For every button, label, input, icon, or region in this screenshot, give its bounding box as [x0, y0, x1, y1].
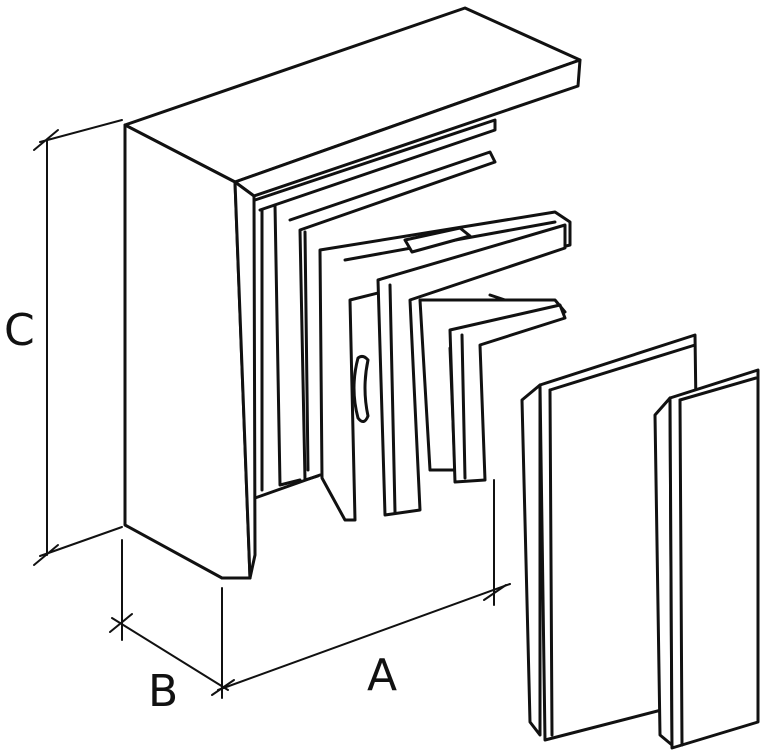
- side-panel-2: [653, 368, 760, 750]
- dimension-a: [211, 479, 511, 699]
- outer-frame: [123, 6, 582, 580]
- dimension-b: [109, 539, 229, 691]
- label-a: A: [367, 650, 397, 701]
- nested-frames: [253, 118, 572, 522]
- dimension-c: [33, 119, 123, 566]
- label-c: C: [4, 305, 35, 356]
- label-b: B: [148, 666, 178, 717]
